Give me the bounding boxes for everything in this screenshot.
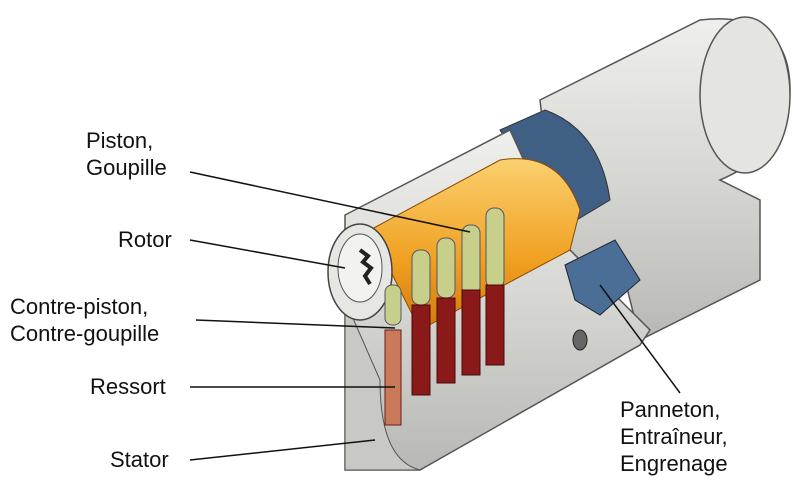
label-ressort: Ressort <box>90 374 166 399</box>
rear-face <box>699 16 791 174</box>
label-contre-piston: Contre-piston, Contre-goupille <box>10 294 160 346</box>
leader-lines <box>189 171 681 461</box>
blue-ring <box>499 109 611 231</box>
pin-stack-5 <box>485 207 505 366</box>
keyway <box>358 248 374 286</box>
label-rotor: Rotor <box>118 227 172 252</box>
screw-hole <box>572 329 588 351</box>
pin-stack-3 <box>436 237 456 384</box>
label-panneton: Panneton, Entraîneur, Engrenage <box>620 397 728 476</box>
cam <box>564 239 641 316</box>
pin-stack-1 <box>384 284 402 426</box>
pin-stack-4 <box>461 224 481 376</box>
pin-stack-2 <box>411 249 431 396</box>
label-piston: Piston, Goupille <box>86 128 167 180</box>
label-stator: Stator <box>110 447 169 472</box>
